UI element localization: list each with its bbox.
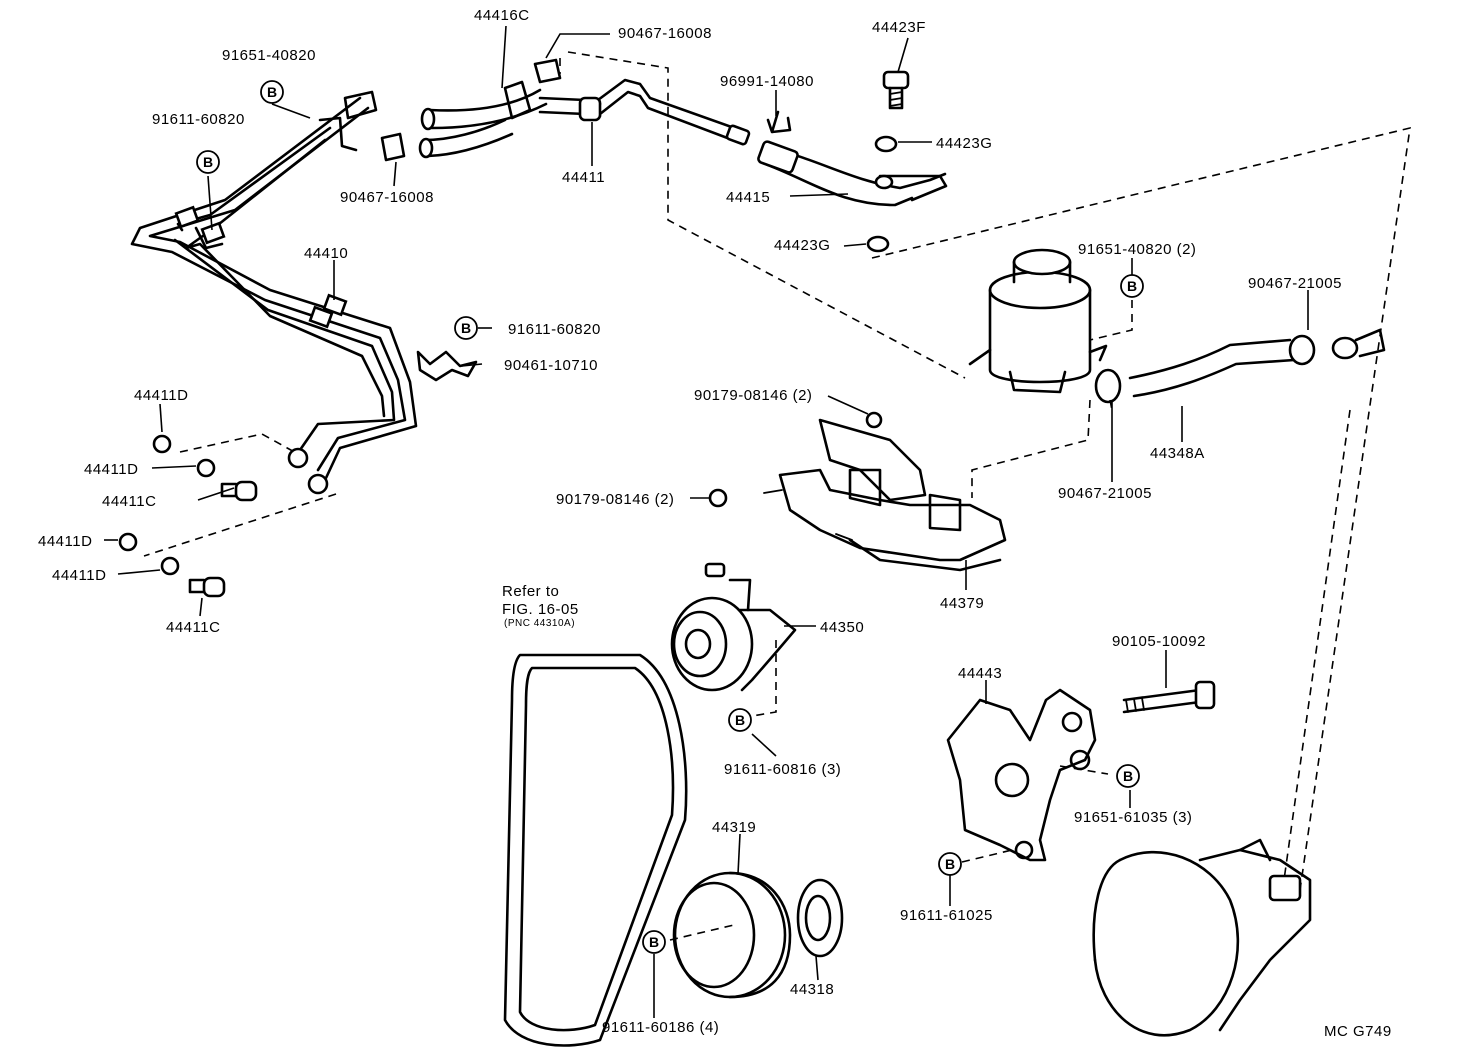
crank-pulley-44319 (672, 871, 844, 999)
label-44411C-2: 44411C (166, 619, 220, 636)
v-belt (503, 653, 688, 1047)
label-90179-08146-a: 90179-08146 (2) (694, 387, 812, 404)
label-44411D-4: 44411D (52, 567, 106, 584)
svg-text:B: B (461, 320, 471, 336)
bolt-90105-10092 (1122, 680, 1216, 714)
svg-text:B: B (649, 934, 659, 950)
power-steering-pump (1092, 838, 1312, 1037)
svg-text:B: B (267, 84, 277, 100)
return-hose-44416C (380, 58, 751, 162)
label-44423G-lower: 44423G (774, 237, 830, 254)
label-44423F: 44423F (872, 19, 926, 36)
suction-hose-44348A (1094, 328, 1386, 404)
svg-text:B: B (945, 856, 955, 872)
union-bolt-44411C-b (188, 576, 226, 598)
label-44411D-1: 44411D (134, 387, 188, 404)
figure-code: MC G749 (1324, 1023, 1392, 1040)
label-91611-60186-4: 91611-60186 (4) (602, 1019, 719, 1036)
label-90105-10092: 90105-10092 (1112, 633, 1206, 650)
label-44348A: 44348A (1150, 445, 1205, 462)
reservoir-tank (968, 248, 1108, 394)
label-44416C: 44416C (474, 7, 530, 24)
part-labels: 44416C 90467-16008 44423F 91651-40820 96… (38, 7, 1392, 1040)
refer-note-line2: FIG. 16-05 (502, 601, 579, 618)
label-91611-60820-mid: 91611-60820 (508, 321, 601, 338)
label-91611-60820-top: 91611-60820 (152, 111, 245, 128)
refer-note-line3: (PNC 44310A) (504, 618, 575, 629)
clamp-90461-10710 (416, 350, 478, 382)
label-44411D-3: 44411D (38, 533, 92, 550)
label-90467-21005-right: 90467-21005 (1248, 275, 1342, 292)
svg-text:B: B (1127, 278, 1137, 294)
label-44379: 44379 (940, 595, 984, 612)
gasket-44411D-d (160, 556, 180, 576)
clip-96991-14080 (766, 110, 792, 134)
gasket-44411D-a (152, 434, 172, 454)
label-90461-10710: 90461-10710 (504, 357, 598, 374)
label-91611-60816-3: 91611-60816 (3) (724, 761, 841, 778)
label-44443: 44443 (958, 665, 1002, 682)
label-44411C-1: 44411C (102, 493, 156, 510)
union-bolt-44411C-a (220, 480, 258, 502)
hose-44415 (757, 140, 948, 207)
label-44350: 44350 (820, 619, 864, 636)
label-44411D-2: 44411D (84, 461, 138, 478)
bolt-markers: B B B B B B B B (196, 80, 1144, 954)
pressure-tube-44410 (130, 90, 418, 495)
svg-text:B: B (735, 712, 745, 728)
pump-bracket-44443 (946, 688, 1097, 862)
label-44319: 44319 (712, 819, 756, 836)
label-90179-08146-b: 90179-08146 (2) (556, 491, 674, 508)
label-44318: 44318 (790, 981, 834, 998)
bolt-44423F (882, 70, 910, 110)
leader-lines (104, 25, 1309, 1018)
bracket-44379 (708, 411, 1007, 572)
label-44423G-upper: 44423G (936, 135, 992, 152)
washer-44423G-upper (874, 135, 898, 153)
label-90467-16008-mid: 90467-16008 (340, 189, 434, 206)
svg-text:B: B (1123, 768, 1133, 784)
gasket-44411D-c (118, 532, 138, 552)
svg-text:B: B (203, 154, 213, 170)
label-90467-16008-top: 90467-16008 (618, 25, 712, 42)
label-44411: 44411 (562, 169, 605, 186)
idler-pulley-44350 (670, 562, 797, 692)
label-44415: 44415 (726, 189, 770, 206)
washer-44423G-lower (866, 235, 890, 253)
label-91651-61035-3: 91651-61035 (3) (1074, 809, 1192, 826)
dashed-assembly-lines (143, 51, 1411, 941)
label-44410: 44410 (304, 245, 348, 262)
label-91651-40820: 91651-40820 (222, 47, 316, 64)
label-91651-40820-2: 91651-40820 (2) (1078, 241, 1196, 258)
refer-note-line1: Refer to (502, 583, 559, 600)
label-91611-61025: 91611-61025 (900, 907, 993, 924)
label-90467-21005-lower: 90467-21005 (1058, 485, 1152, 502)
label-96991-14080: 96991-14080 (720, 73, 814, 90)
gasket-44411D-b (196, 458, 216, 478)
